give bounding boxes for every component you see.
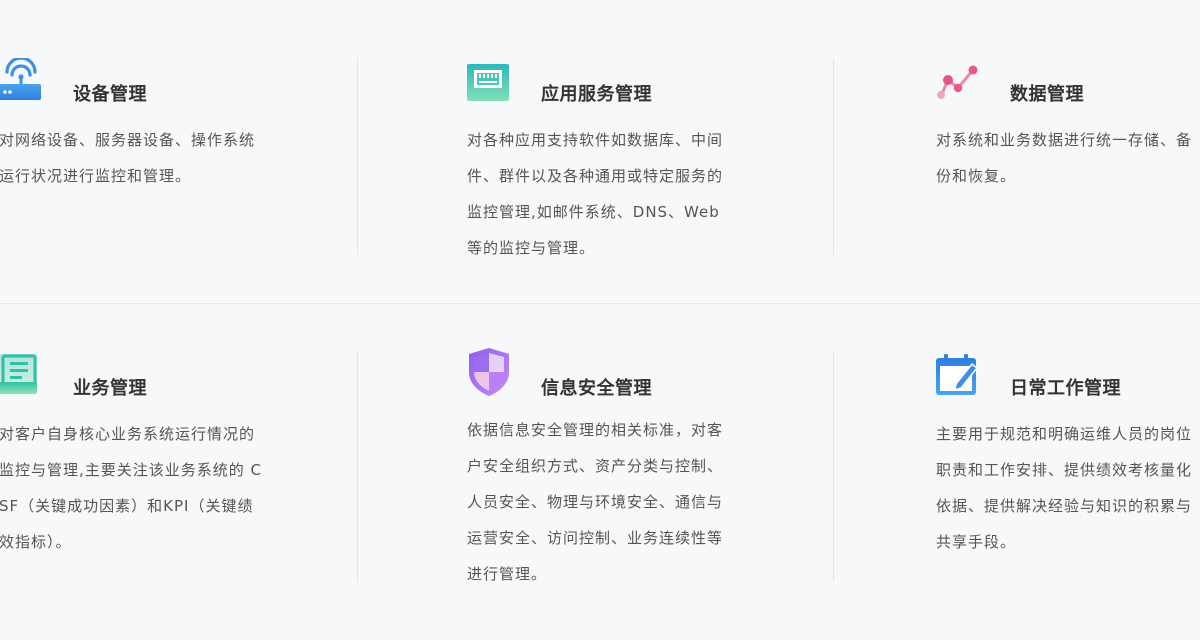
server-app-icon (467, 58, 511, 102)
card-description: 主要用于规范和明确运维人员的岗位职责和工作安排、提供绩效考核量化依据、提供解决经… (936, 425, 1193, 551)
security-shield-icon (467, 346, 511, 398)
card-description: 对系统和业务数据进行统一存储、备份和恢复。 (936, 131, 1193, 185)
card-description: 对网络设备、服务器设备、操作系统运行状况进行监控和管理。 (0, 131, 256, 185)
card-title: 日常工作管理 (1010, 378, 1121, 399)
business-document-icon (0, 352, 43, 396)
card-title: 应用服务管理 (541, 84, 652, 105)
card-description: 依据信息安全管理的相关标准，对客户安全组织方式、资产分类与控制、人员安全、物理与… (467, 421, 724, 583)
card-description: 对客户自身核心业务系统运行情况的监控与管理,主要关注该业务系统的 CSF（关键成… (0, 425, 263, 551)
data-trend-icon (936, 58, 980, 102)
router-wifi-icon (0, 58, 43, 102)
column-divider (357, 58, 358, 255)
card-title: 数据管理 (1010, 84, 1084, 105)
card-title: 业务管理 (73, 378, 147, 399)
column-divider (833, 352, 834, 582)
card-title: 设备管理 (73, 84, 147, 105)
row-divider (0, 303, 1200, 304)
calendar-edit-icon (936, 352, 980, 396)
card-description: 对各种应用支持软件如数据库、中间件、群件以及各种通用或特定服务的监控管理,如邮件… (467, 131, 724, 257)
card-title: 信息安全管理 (541, 378, 652, 399)
column-divider (357, 352, 358, 582)
column-divider (833, 58, 834, 255)
